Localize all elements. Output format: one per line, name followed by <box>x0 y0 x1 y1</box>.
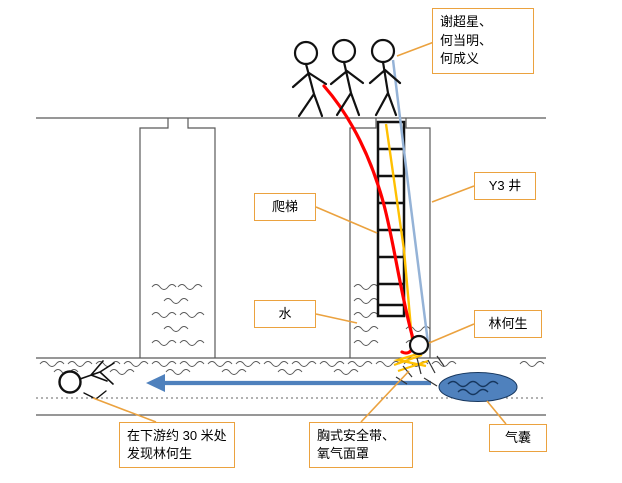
callout-ladder: 爬梯 <box>254 193 316 221</box>
callout-airbag: 气囊 <box>489 424 547 452</box>
leader-well <box>431 185 475 203</box>
callout-ladder-text: 爬梯 <box>271 198 298 214</box>
callout-found-text: 在下游约 30 米处 发现林何生 <box>127 427 227 461</box>
found-person-head <box>58 370 82 394</box>
leader-victim <box>428 323 475 344</box>
callout-rescuers-text: 谢超星、 何当明、 何成义 <box>440 14 493 67</box>
callout-leader-lines <box>92 41 507 425</box>
callout-well: Y3 井 <box>474 172 536 200</box>
leader-airbag <box>486 400 507 425</box>
leader-harness <box>360 370 410 423</box>
rescuer-figure-1 <box>291 40 328 118</box>
flow-arrow-head <box>146 374 165 392</box>
rescuer-3-head <box>370 38 396 64</box>
callout-airbag-text: 气囊 <box>504 429 531 445</box>
callout-victim-text: 林何生 <box>488 315 528 331</box>
airbag-shape <box>438 372 518 402</box>
callout-harness: 胸式安全带、 氧气面罩 <box>309 422 413 468</box>
left-well-walls <box>139 118 216 358</box>
right-well-walls <box>349 118 431 358</box>
found-person <box>58 360 115 400</box>
callout-rescuers: 谢超星、 何当明、 何成义 <box>432 8 534 74</box>
callout-water: 水 <box>254 300 316 328</box>
flow-arrow <box>146 374 431 392</box>
rescuer-1-head <box>293 40 319 66</box>
leader-rescuers <box>396 41 435 57</box>
callout-found: 在下游约 30 米处 发现林何生 <box>119 422 235 468</box>
airbag-wave-line <box>457 388 489 396</box>
harness-marks <box>393 353 429 373</box>
callout-victim: 林何生 <box>474 310 542 338</box>
rescuer-2-head <box>331 38 357 64</box>
callout-well-text: Y3 井 <box>488 177 522 193</box>
victim-head-circle <box>408 334 430 356</box>
left-well-water-waves <box>151 284 205 346</box>
airbag-wave-line <box>447 380 499 388</box>
leader-ladder <box>315 206 378 234</box>
rescuer-figure-2 <box>329 38 365 117</box>
callout-harness-text: 胸式安全带、 氧气面罩 <box>317 427 396 461</box>
leader-found <box>92 397 157 423</box>
leader-water <box>315 313 358 324</box>
rescuer-figure-3 <box>368 38 402 117</box>
blue-rope <box>391 59 430 344</box>
callout-water-text: 水 <box>278 305 292 321</box>
